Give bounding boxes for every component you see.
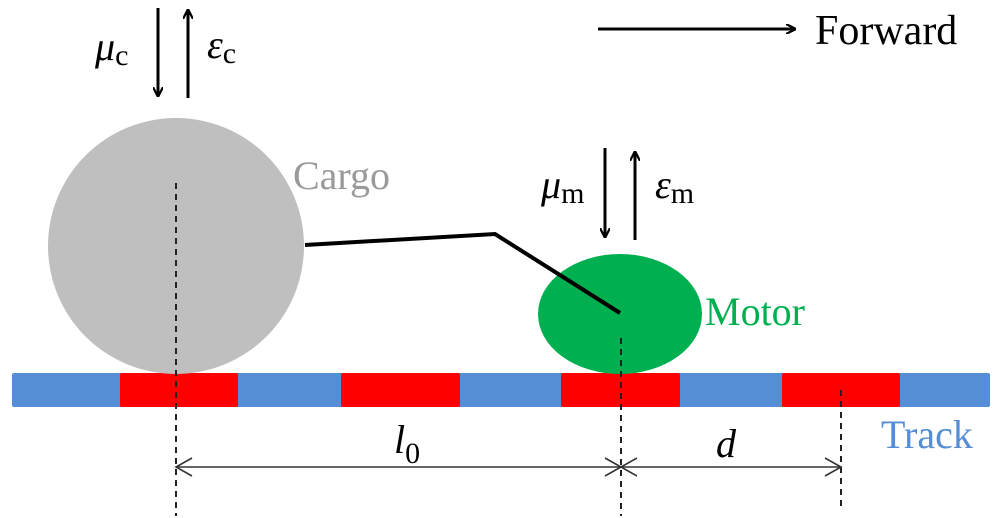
track (12, 373, 990, 407)
cargo-rates: μc εc (94, 8, 236, 98)
cargo-label: Cargo (293, 153, 390, 198)
cargo-unbinding-rate-label: εc (207, 22, 236, 70)
forward-indicator: Forward (598, 8, 957, 54)
dimension-l0: l0 (174, 417, 623, 477)
dimension-l0-label: l0 (394, 417, 420, 470)
forward-label: Forward (815, 8, 957, 54)
dimension-l0-left-arrowhead (174, 457, 193, 477)
motor-label: Motor (705, 289, 805, 334)
binding-site (120, 373, 238, 407)
motor-unbinding-rate-label: εm (655, 162, 694, 210)
track-bar (12, 373, 990, 407)
dimension-d: d (619, 421, 843, 477)
cargo-binding-rate-label: μc (94, 24, 128, 72)
binding-site (561, 373, 680, 407)
dimension-d-label: d (716, 421, 737, 466)
motor-rates: μm εm (540, 148, 694, 240)
motor-ellipse (538, 254, 702, 374)
tether-line (304, 231, 622, 315)
dimension-d-right-arrowhead (824, 457, 843, 477)
binding-site (341, 373, 460, 407)
motor-binding-rate-label: μm (540, 162, 584, 210)
cargo-circle (48, 118, 304, 374)
dimension-d-left-arrowhead (619, 457, 638, 477)
track-label: Track (881, 412, 973, 457)
